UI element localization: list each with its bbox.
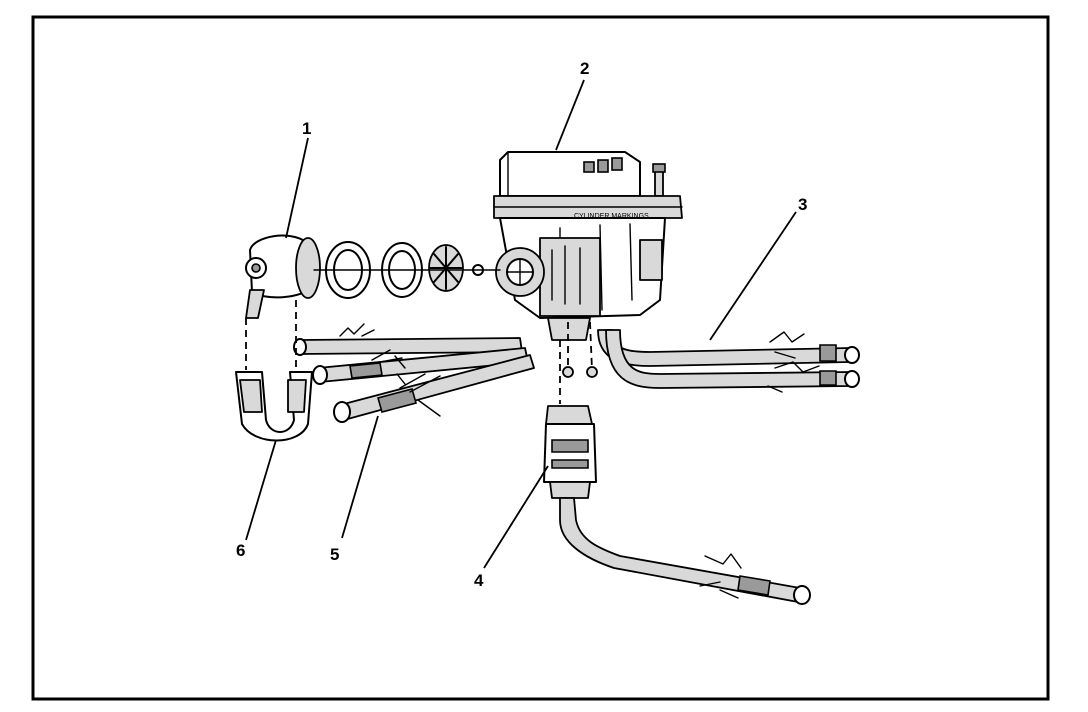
leader-lines	[245, 79, 797, 569]
callout-2: 2	[580, 59, 589, 78]
cylinder-markings-label: CYLINDER MARKINGS	[574, 213, 649, 220]
fasteners	[559, 321, 598, 404]
seal-rings	[313, 241, 501, 299]
callout-6: 6	[236, 541, 245, 560]
callout-4: 4	[474, 571, 484, 590]
right-harness-branches	[597, 329, 860, 393]
callout-labels: 1 2 3 4 5 6	[236, 59, 807, 590]
mounting-bracket	[235, 300, 313, 442]
callout-1: 1	[302, 119, 311, 138]
distributor-body: CYLINDER MARKINGS	[493, 151, 683, 341]
left-harness-branches	[293, 323, 535, 423]
callout-5: 5	[330, 545, 339, 564]
diagram-frame	[31, 15, 1050, 701]
callout-3: 3	[798, 195, 807, 214]
lower-harness-connector	[543, 405, 811, 605]
vacuum-advance-unit	[245, 234, 321, 319]
